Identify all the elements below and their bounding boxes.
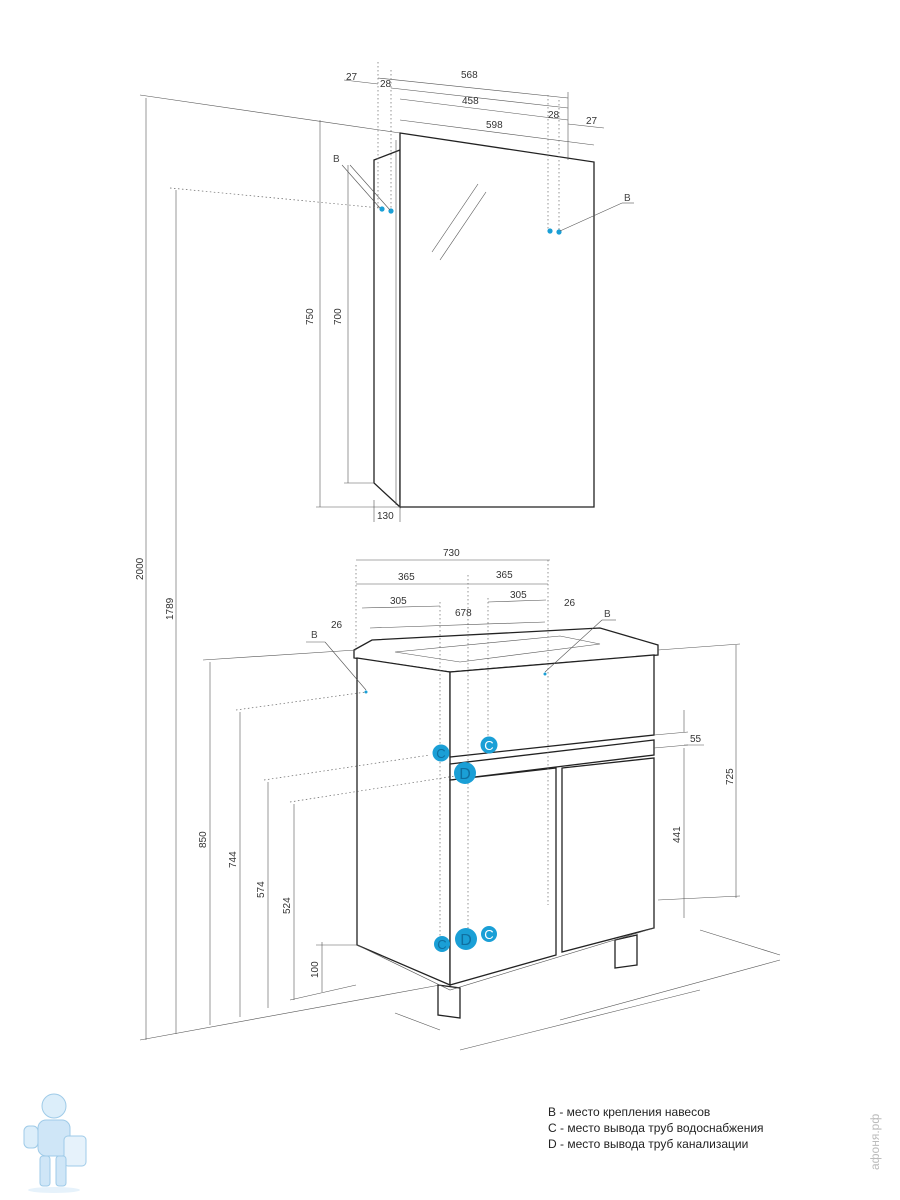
svg-text:C: C — [484, 738, 493, 753]
marker-d-lower: D — [455, 928, 477, 950]
legend-item-d: D - место вывода труб канализации — [548, 1137, 749, 1151]
pipe-markers: C C D C D C — [432, 736, 498, 952]
dim-2000: 2000 — [135, 557, 146, 580]
side-watermark: афоня.рф — [868, 1113, 882, 1171]
vanity-label-b-left: B — [311, 630, 318, 641]
dim-730: 730 — [443, 548, 460, 559]
overall-height-dimensions: 2000 1789 — [135, 94, 441, 1041]
dim-26-left: 26 — [331, 620, 343, 631]
dim-725: 725 — [725, 768, 736, 785]
dim-365-right: 365 — [496, 570, 513, 581]
legend-item-b: B - место крепления навесов — [548, 1105, 711, 1119]
vanity-label-b-right: B — [604, 609, 611, 620]
dim-365-left: 365 — [398, 572, 415, 583]
dim-27-left: 27 — [346, 72, 358, 83]
vanity-mount-labels: B B — [306, 609, 616, 694]
dim-305-left: 305 — [390, 596, 407, 607]
vanity-width-dimensions: 730 365 365 305 305 678 26 26 — [331, 548, 576, 945]
dim-441: 441 — [672, 826, 683, 843]
legend-item-c: C - место вывода труб водоснабжения — [548, 1121, 764, 1135]
dim-524: 524 — [282, 897, 293, 914]
svg-text:D: D — [459, 766, 471, 783]
dim-598: 598 — [486, 120, 503, 131]
mirror-cabinet — [373, 132, 595, 509]
marker-c-lower-left: C — [434, 936, 450, 952]
marker-c-lower-right: C — [481, 926, 497, 942]
dim-28-left: 28 — [380, 79, 392, 90]
dim-574: 574 — [256, 881, 267, 898]
mirror-label-b-left: B — [333, 154, 340, 165]
dim-26-right: 26 — [564, 598, 576, 609]
dim-55: 55 — [690, 734, 702, 745]
marker-c-upper-right: C — [480, 736, 498, 754]
vanity-right-vertical-dimensions: 725 55 441 — [653, 643, 741, 918]
dim-850: 850 — [198, 831, 209, 848]
dim-305-right: 305 — [510, 590, 527, 601]
svg-text:D: D — [460, 932, 472, 949]
dim-568: 568 — [461, 70, 478, 81]
mirror-label-b-right: B — [624, 193, 631, 204]
dim-100: 100 — [310, 961, 321, 978]
mirror-mount-labels: B B — [333, 154, 634, 232]
dim-750: 750 — [305, 308, 316, 325]
mirror-vertical-dimensions: 750 700 130 — [305, 120, 401, 522]
svg-text:C: C — [484, 927, 493, 942]
dim-678: 678 — [455, 608, 472, 619]
dim-744: 744 — [228, 851, 239, 868]
vanity-cabinet — [353, 627, 781, 1051]
marker-c-upper-left: C — [432, 744, 450, 762]
dim-1789: 1789 — [165, 597, 176, 620]
plumber-mascot-icon — [23, 1093, 87, 1193]
dim-28-right: 28 — [548, 110, 560, 121]
svg-text:C: C — [436, 746, 445, 761]
svg-text:C: C — [437, 937, 446, 952]
dim-458: 458 — [462, 96, 479, 107]
legend: B - место крепления навесов C - место вы… — [548, 1104, 848, 1152]
mirror-top-dimensions: 568 458 598 27 28 28 27 — [343, 62, 605, 230]
dim-700: 700 — [333, 308, 344, 325]
dim-130: 130 — [377, 511, 394, 522]
marker-d-upper: D — [454, 762, 476, 784]
vanity-left-vertical-dimensions: 850 744 574 524 100 — [198, 649, 456, 1025]
dim-27-right: 27 — [586, 116, 598, 127]
